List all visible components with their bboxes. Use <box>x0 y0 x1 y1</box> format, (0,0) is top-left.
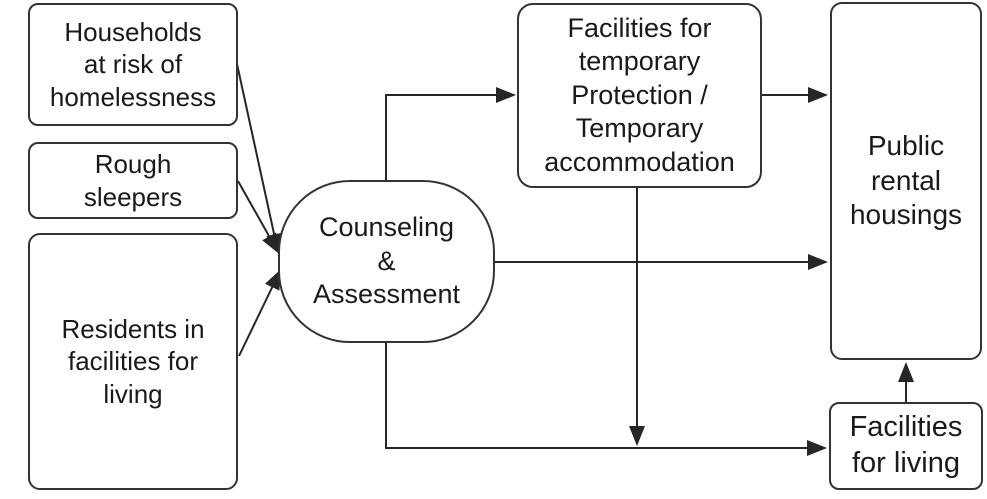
node-temporary-protection: Facilities for temporary Protection / Te… <box>517 3 762 188</box>
node-residents-in-facilities: Residents in facilities for living <box>28 233 238 490</box>
node-facilities-for-living: Facilities for living <box>829 402 983 490</box>
edge-households-to-counseling <box>236 63 282 254</box>
edge-residents-to-counseling <box>238 269 281 357</box>
edge-counseling-to-facilities-living <box>385 343 827 456</box>
node-counseling-assessment: Counseling & Assessment <box>278 180 495 343</box>
node-rough-sleepers: Rough sleepers <box>28 142 238 219</box>
node-households-at-risk: Households at risk of homelessness <box>28 3 238 126</box>
edge-rough-sleepers-to-counseling <box>237 180 279 254</box>
node-public-rental-housings: Public rental housings <box>830 2 982 360</box>
edge-counseling-to-temporary <box>385 87 516 180</box>
